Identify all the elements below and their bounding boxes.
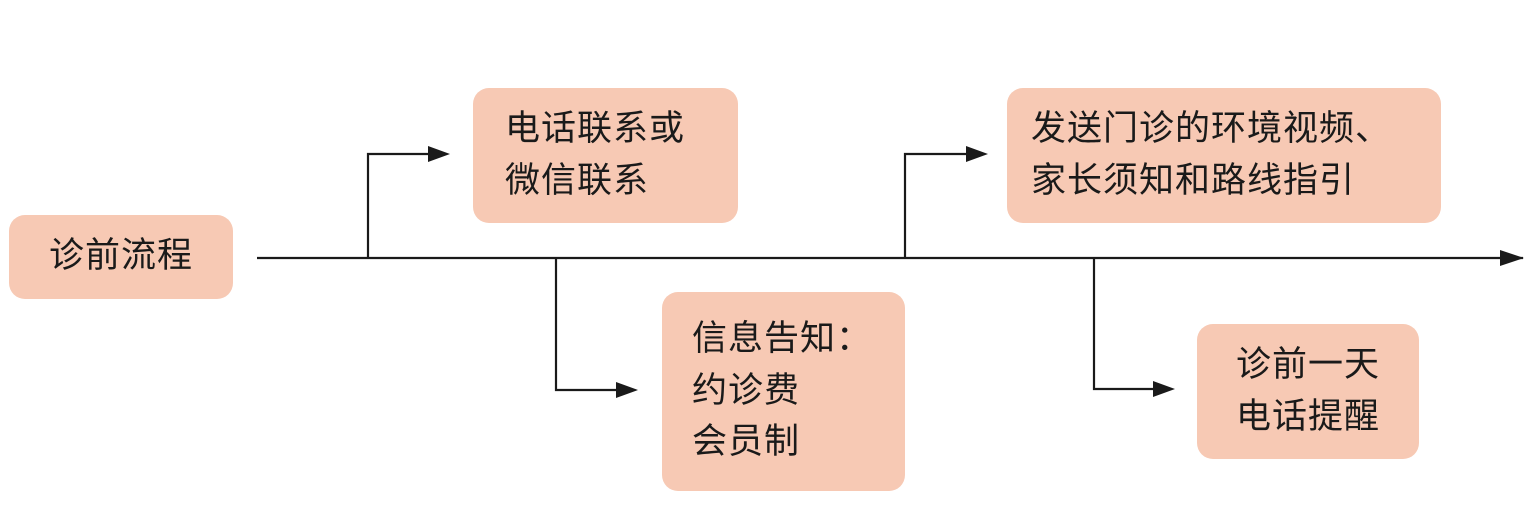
remind-step-line-1: 诊前一天 — [1235, 344, 1380, 385]
remind-step-line-2: 电话提醒 — [1235, 396, 1380, 437]
branch-to-send — [903, 152, 978, 258]
arrowhead-info — [616, 382, 638, 398]
branch-to-info — [554, 258, 628, 392]
info-step-line-2: 约诊费 — [692, 370, 801, 411]
start-node: 诊前流程 — [9, 215, 233, 299]
arrowhead-contact — [428, 146, 450, 162]
contact-step-node: 电话联系或 微信联系 — [473, 88, 738, 223]
remind-step-node: 诊前一天 电话提醒 — [1197, 324, 1419, 459]
start-node-label: 诊前流程 — [48, 236, 193, 277]
arrowhead-send — [966, 146, 988, 162]
contact-step-line-2: 微信联系 — [505, 160, 650, 201]
branch-to-remind — [1092, 258, 1165, 391]
arrowhead-remind — [1153, 381, 1175, 397]
main-timeline-arrowhead — [1500, 250, 1524, 266]
send-step-line-2: 家长须知和路线指引 — [1031, 160, 1356, 201]
branch-to-contact — [366, 152, 440, 258]
info-step-node: 信息告知： 约诊费 会员制 — [662, 292, 905, 491]
info-step-line-1: 信息告知： — [692, 318, 873, 359]
send-step-line-1: 发送门诊的环境视频、 — [1031, 108, 1392, 149]
send-step-node: 发送门诊的环境视频、 家长须知和路线指引 — [1007, 88, 1441, 223]
info-step-line-3: 会员制 — [692, 422, 801, 463]
contact-step-line-1: 电话联系或 — [505, 108, 686, 149]
